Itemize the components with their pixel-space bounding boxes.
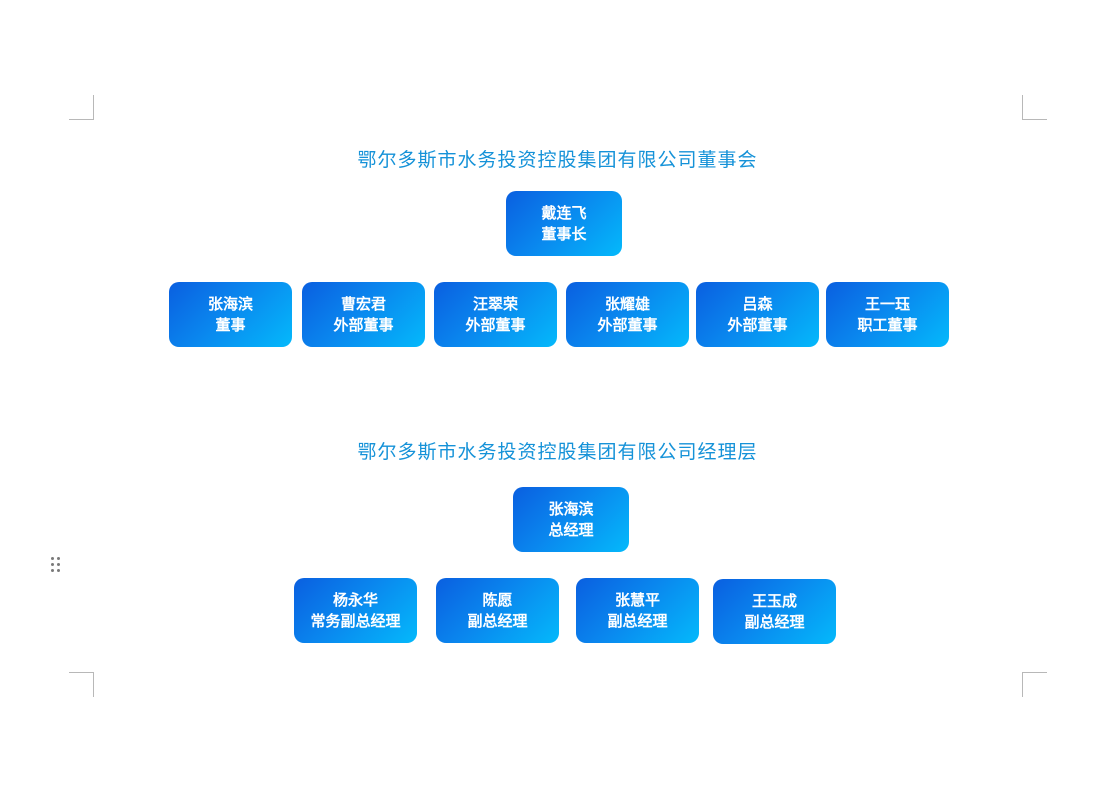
node-name: 张慧平 <box>614 590 660 609</box>
board-title: 鄂尔多斯市水务投资控股集团有限公司董事会 <box>357 149 758 171</box>
node-name: 张海滨 <box>207 294 253 313</box>
node-role: 副总经理 <box>744 612 805 631</box>
node-name: 张耀雄 <box>604 294 650 313</box>
board-member-node[interactable]: 张耀雄 外部董事 <box>566 282 689 347</box>
management-member-node[interactable]: 张慧平 副总经理 <box>576 578 699 643</box>
management-member-node[interactable]: 杨永华 常务副总经理 <box>294 578 417 643</box>
node-name: 戴连飞 <box>541 203 587 222</box>
node-role: 董事长 <box>541 224 587 243</box>
node-role: 外部董事 <box>727 315 788 334</box>
node-role: 常务副总经理 <box>310 611 401 630</box>
management-title: 鄂尔多斯市水务投资控股集团有限公司经理层 <box>357 441 758 463</box>
node-role: 外部董事 <box>465 315 526 334</box>
board-chair-node[interactable]: 戴连飞 董事长 <box>506 191 622 256</box>
board-member-node[interactable]: 王一珏 职工董事 <box>826 282 949 347</box>
node-name: 吕森 <box>742 294 773 313</box>
management-member-node[interactable]: 陈愿 副总经理 <box>436 578 559 643</box>
node-name: 王玉成 <box>751 591 797 610</box>
board-member-node[interactable]: 曹宏君 外部董事 <box>302 282 425 347</box>
node-role: 外部董事 <box>597 315 658 334</box>
node-role: 副总经理 <box>467 611 528 630</box>
drag-handle-icon[interactable] <box>51 557 61 573</box>
page-corner-mark-top-right <box>1022 95 1047 120</box>
node-role: 总经理 <box>548 520 594 539</box>
node-role: 副总经理 <box>607 611 668 630</box>
node-name: 杨永华 <box>332 590 378 609</box>
node-name: 王一珏 <box>864 294 910 313</box>
management-member-node[interactable]: 王玉成 副总经理 <box>713 579 836 644</box>
node-name: 陈愿 <box>482 590 513 609</box>
board-member-node[interactable]: 汪翠荣 外部董事 <box>434 282 557 347</box>
management-head-node[interactable]: 张海滨 总经理 <box>513 487 629 552</box>
node-name: 汪翠荣 <box>472 294 518 313</box>
node-name: 曹宏君 <box>340 294 386 313</box>
page-corner-mark-bottom-left <box>69 672 94 697</box>
node-name: 张海滨 <box>548 499 594 518</box>
page-corner-mark-top-left <box>69 95 94 120</box>
board-member-node[interactable]: 吕森 外部董事 <box>696 282 819 347</box>
node-role: 职工董事 <box>857 315 918 334</box>
page-corner-mark-bottom-right <box>1022 672 1047 697</box>
node-role: 外部董事 <box>333 315 394 334</box>
board-member-node[interactable]: 张海滨 董事 <box>169 282 292 347</box>
node-role: 董事 <box>215 315 246 334</box>
